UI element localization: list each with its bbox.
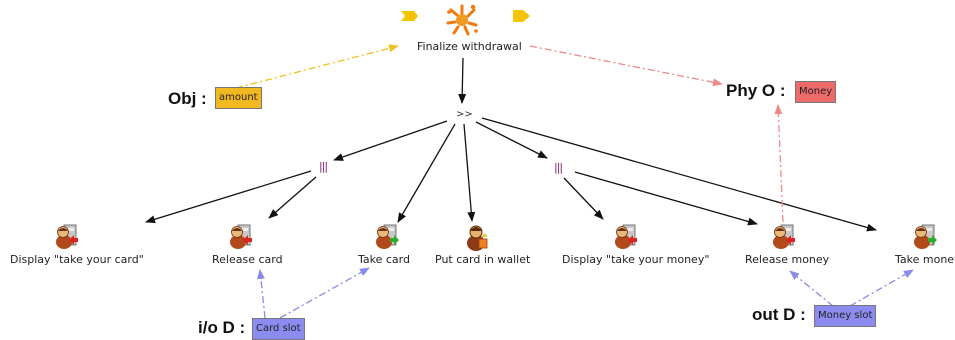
parallel-operator: |||: [319, 160, 328, 173]
link-cardslot-releasecard: [256, 269, 266, 319]
io-device-card-slot-box[interactable]: Card slot: [252, 318, 305, 340]
edge-seq-takemoney: [481, 117, 877, 232]
edge-seq-wallet: [463, 123, 476, 222]
user-action-icon[interactable]: [467, 225, 488, 251]
system-output-icon[interactable]: [56, 224, 78, 249]
edge-par2-displaymoney: [563, 177, 604, 220]
object-amount-box[interactable]: amount: [215, 87, 262, 109]
physical-object-key: Phy O :: [726, 81, 786, 100]
system-output-icon[interactable]: [773, 224, 795, 249]
link-releasemoney-money: [774, 104, 784, 223]
user-input-icon[interactable]: [914, 224, 937, 249]
io-device-key: i/o D :: [198, 318, 246, 337]
system-output-icon[interactable]: [615, 224, 637, 249]
physical-object-money-box[interactable]: Money: [795, 81, 837, 103]
output-device-key: out D :: [752, 305, 806, 324]
link-cardslot-takecard: [279, 267, 370, 319]
link-amount-root: [235, 44, 399, 89]
tree-edges: [145, 57, 877, 232]
task-label-display-take-card[interactable]: Display "take your card": [10, 253, 144, 266]
chevron-left-icon[interactable]: [401, 11, 418, 21]
task-label-take-card[interactable]: Take card: [358, 253, 410, 266]
task-label-release-card[interactable]: Release card: [212, 253, 283, 266]
splash-icon: [446, 4, 478, 36]
edge-root-seq: [458, 57, 467, 104]
root-task-label[interactable]: Finalize withdrawal: [417, 40, 522, 53]
link-moneyslot-takemoney: [849, 269, 914, 307]
task-label-release-money[interactable]: Release money: [745, 253, 830, 266]
system-output-icon[interactable]: [230, 224, 252, 249]
edge-seq-par2: [475, 121, 548, 159]
edge-par1-displaycard: [145, 170, 312, 224]
edge-seq-par1: [333, 120, 448, 161]
link-moneyslot-releasemoney: [789, 270, 834, 307]
task-label-display-take-money[interactable]: Display "take your money": [562, 253, 710, 266]
task-label-take-money[interactable]: Take money: [895, 253, 955, 266]
task-label-put-card-in-wallet[interactable]: Put card in wallet: [435, 253, 531, 266]
link-root-money: [529, 45, 723, 87]
parallel-operator: |||: [554, 161, 563, 174]
output-device-money-slot-box[interactable]: Money slot: [814, 305, 877, 327]
chevron-right-icon[interactable]: [513, 10, 530, 22]
sequence-operator: >>: [456, 109, 473, 120]
object-key: Obj :: [168, 89, 207, 108]
edge-par2-releasemoney: [574, 171, 758, 226]
user-input-icon[interactable]: [376, 224, 399, 249]
edge-par1-releasecard: [268, 176, 317, 219]
edge-seq-takecard: [397, 123, 456, 223]
